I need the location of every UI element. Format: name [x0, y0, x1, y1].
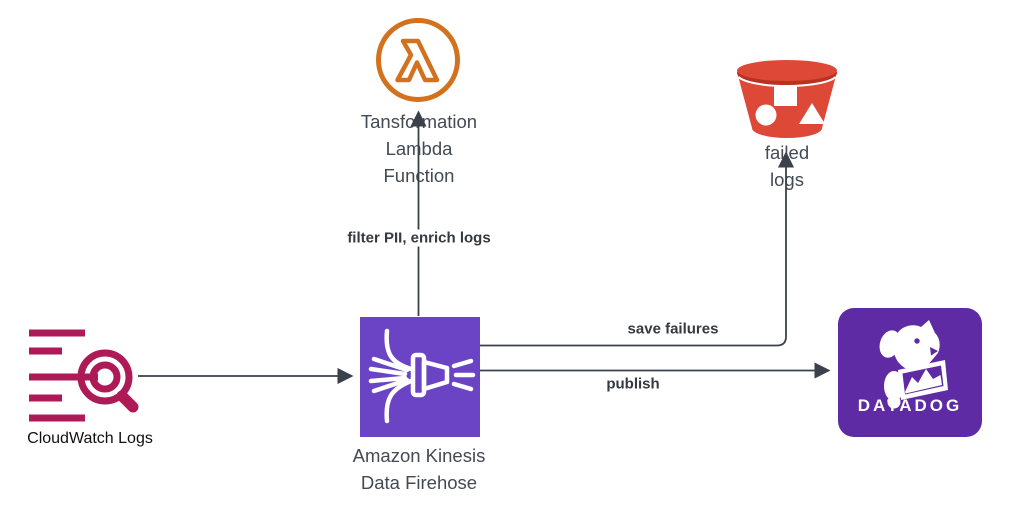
edge-label-filter: filter PII, enrich logs [344, 229, 494, 247]
edge-label-save-failures: save failures [624, 320, 722, 338]
failed-logs-bucket-node[interactable] [735, 60, 839, 140]
kinesis-label-line1: Amazon Kinesis [352, 445, 486, 466]
lambda-label-line2: Lambda [385, 138, 453, 159]
edge-label-publish: publish [603, 375, 663, 393]
lambda-label-line1: Tansformation [360, 111, 478, 132]
kinesis-firehose-icon [360, 317, 480, 437]
datadog-logo [838, 308, 982, 437]
failed-logs-label-line2: logs [770, 169, 804, 190]
lambda-label: Tansformation Lambda Function [361, 108, 477, 189]
kinesis-label-line2: Data Firehose [360, 472, 478, 493]
datadog-node[interactable]: DATADOG [838, 308, 982, 437]
s3-bucket-icon [737, 60, 837, 138]
datadog-wordmark: DATADOG [857, 396, 963, 415]
kinesis-firehose-node[interactable] [360, 317, 480, 437]
edge-firehose-to-bucket [480, 151, 795, 347]
cloudwatch-logs-label: CloudWatch Logs [27, 430, 153, 447]
cloudwatch-logs-icon [29, 329, 139, 422]
failed-logs-label: failed logs [765, 139, 809, 193]
lambda-node[interactable] [374, 16, 462, 104]
datadog-dog-icon [879, 320, 948, 409]
lambda-icon [376, 18, 460, 102]
cloudwatch-logs-node[interactable] [22, 322, 140, 424]
lambda-label-line3: Function [383, 165, 455, 186]
failed-logs-label-line1: failed [764, 142, 810, 163]
kinesis-firehose-label: Amazon Kinesis Data Firehose [353, 442, 486, 496]
